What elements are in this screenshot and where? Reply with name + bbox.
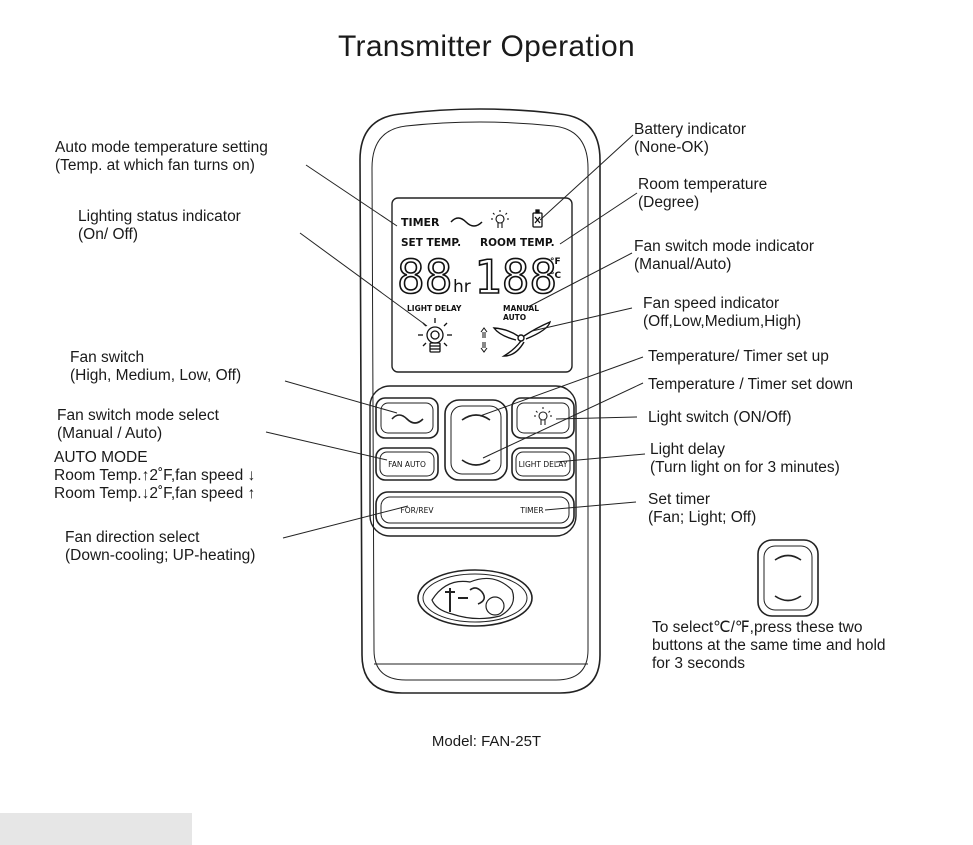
callout-unit-select-line1: To select℃/℉,press these two (652, 619, 863, 636)
for-rev-timer-button[interactable] (375, 491, 575, 529)
callout-battery-line2: (None-OK) (634, 139, 709, 156)
fan-auto-button[interactable] (375, 447, 439, 481)
callout-room-temp: Room temperature (Degree) (638, 176, 767, 212)
callout-unit-select-line3: for 3 seconds (652, 655, 746, 672)
temp-up-down-button[interactable] (444, 399, 508, 481)
timer-label: TIMER (519, 506, 543, 515)
up-arc-icon (461, 414, 491, 421)
lcd-auto-label: AUTO (503, 313, 526, 322)
callout-fan-mode-indicator-line2: (Manual/Auto) (634, 256, 732, 273)
lcd-unit-f: °F (550, 257, 561, 267)
callout-unit-select-line2: buttons at the same time and hold (652, 637, 886, 654)
callout-battery: Battery indicator (None-OK) (634, 121, 746, 157)
down-arc-icon (461, 459, 491, 466)
for-rev-label: FOR/REV (400, 506, 434, 515)
lcd-hr-label: hr (453, 277, 471, 297)
callout-light-delay: Light delay (Turn light on for 3 minutes… (650, 441, 840, 477)
callout-fan-mode-select-line2: (Manual / Auto) (57, 425, 163, 442)
lcd-light-delay-label: LIGHT DELAY (407, 304, 462, 313)
callout-room-temp-line2: (Degree) (638, 194, 700, 211)
callout-temp-up-line1: Temperature/ Timer set up (648, 348, 829, 365)
fan-auto-label: FAN AUTO (388, 460, 426, 469)
lcd-set-temp-label: SET TEMP. (401, 237, 461, 249)
callout-auto-mode-line1: AUTO MODE (54, 449, 148, 466)
button-cluster (369, 385, 577, 537)
gray-footer-block (0, 813, 192, 845)
lcd-unit-c: °C (550, 271, 562, 281)
callout-set-timer-line1: Set timer (648, 491, 711, 508)
lcd-timer-label: TIMER (401, 216, 440, 229)
callout-fan-direction-line1: Fan direction select (65, 529, 200, 546)
callout-fan-direction-line2: (Down-cooling; UP-heating) (65, 547, 256, 564)
lcd-fan-small-icon (450, 217, 483, 227)
callout-set-timer-line2: (Fan; Light; Off) (648, 509, 757, 526)
callout-light-delay-line1: Light delay (650, 441, 725, 458)
callout-fan-speed-line1: Fan speed indicator (643, 295, 780, 312)
callout-temp-up: Temperature/ Timer set up (648, 348, 829, 366)
lcd-lighting-status-icon (418, 318, 452, 353)
unit-select-button-illustration (757, 539, 819, 617)
callout-fan-mode-select: Fan switch mode select (Manual / Auto) (57, 407, 219, 443)
callout-light-delay-line2: (Turn light on for 3 minutes) (650, 459, 840, 476)
lcd-battery-icon (532, 209, 543, 228)
callout-temp-down-line1: Temperature / Timer set down (648, 376, 854, 393)
lcd-fan-speed-icon (492, 320, 552, 357)
lcd-speed-arrows-icon (480, 327, 488, 353)
callout-fan-speed: Fan speed indicator (Off,Low,Medium,High… (643, 295, 801, 331)
callout-lighting-status: Lighting status indicator (On/ Off) (78, 208, 241, 244)
fan-icon (391, 414, 424, 424)
light-bulb-icon (534, 407, 552, 425)
callout-set-timer: Set timer (Fan; Light; Off) (648, 491, 756, 527)
callout-light-switch-line1: Light switch (ON/Off) (648, 409, 792, 426)
light-delay-label: LIGHT DELAY (519, 460, 568, 469)
callout-fan-mode-indicator-line1: Fan switch mode indicator (634, 238, 815, 255)
remote-body (359, 108, 601, 694)
hampton-bay-logo (417, 569, 533, 627)
lcd-room-temp-label: ROOM TEMP. (480, 237, 555, 249)
callout-fan-switch: Fan switch (High, Medium, Low, Off) (70, 349, 241, 385)
lcd-manual-label: MANUAL (503, 304, 539, 313)
callout-fan-mode-select-line1: Fan switch mode select (57, 407, 219, 424)
callout-room-temp-line1: Room temperature (638, 176, 768, 193)
fan-switch-button[interactable] (375, 397, 439, 439)
callout-auto-temp: Auto mode temperature setting (Temp. at … (55, 139, 268, 175)
callout-battery-line1: Battery indicator (634, 121, 746, 138)
callout-auto-mode-line2: Room Temp.↑2˚F,fan speed ↓ (54, 467, 256, 484)
callout-lighting-status-line2: (On/ Off) (78, 226, 139, 243)
callout-lighting-status-line1: Lighting status indicator (78, 208, 241, 225)
callout-fan-switch-line2: (High, Medium, Low, Off) (70, 367, 242, 384)
callout-auto-mode-line3: Room Temp.↓2˚F,fan speed ↑ (54, 485, 256, 502)
callout-auto-temp-line1: Auto mode temperature setting (55, 139, 268, 156)
callout-temp-down: Temperature / Timer set down (648, 376, 853, 394)
callout-fan-mode-indicator: Fan switch mode indicator (Manual/Auto) (634, 238, 814, 274)
page-title: Transmitter Operation (338, 30, 635, 63)
light-switch-button[interactable] (511, 397, 575, 439)
callout-auto-temp-line2: (Temp. at which fan turns on) (55, 157, 255, 174)
lcd-room-temp-digits: 188 (474, 250, 557, 304)
leader-lines (265, 134, 646, 539)
callout-fan-direction: Fan direction select (Down-cooling; UP-h… (65, 529, 255, 565)
callout-auto-mode: AUTO MODE Room Temp.↑2˚F,fan speed ↓ Roo… (54, 449, 255, 503)
lcd-light-bulb-icon (491, 210, 509, 228)
callout-unit-select: To select℃/℉,press these two buttons at … (652, 619, 886, 673)
callout-light-switch: Light switch (ON/Off) (648, 409, 792, 427)
callout-fan-speed-line2: (Off,Low,Medium,High) (643, 313, 802, 330)
light-delay-button[interactable] (511, 447, 575, 481)
lcd-set-temp-digits: 88 (397, 250, 452, 304)
model-label: Model: FAN-25T (431, 733, 542, 750)
callout-fan-switch-line1: Fan switch (70, 349, 145, 366)
